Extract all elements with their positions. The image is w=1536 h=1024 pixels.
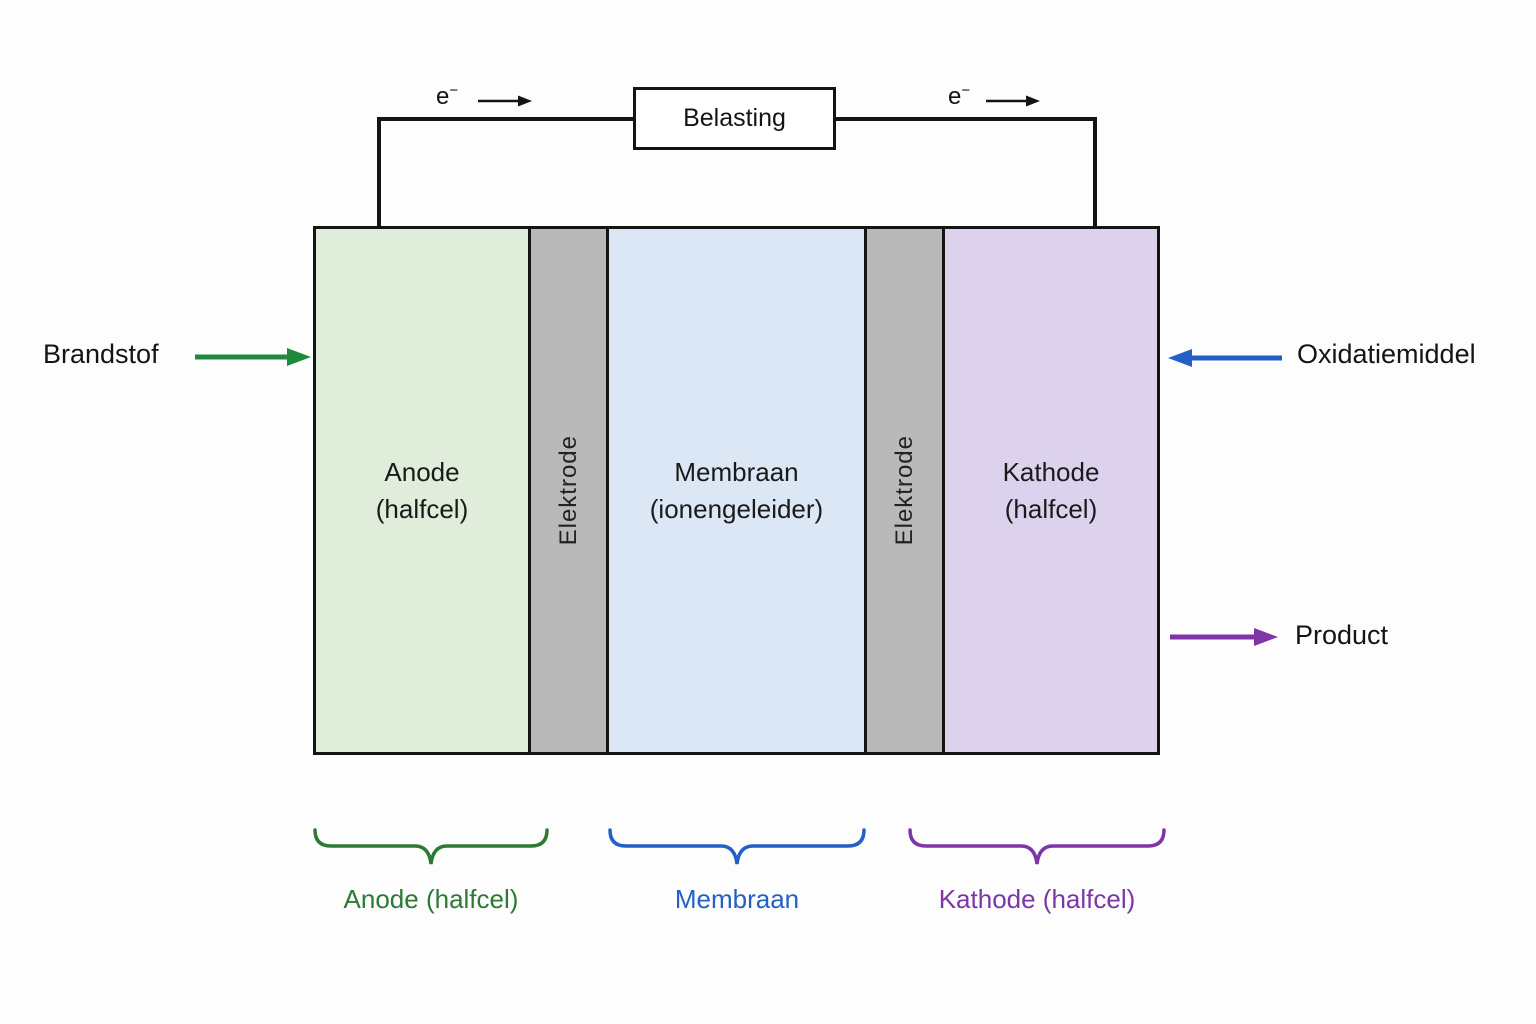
electron-arrow-icon	[986, 95, 1040, 107]
membrane-brace	[608, 828, 866, 865]
anode-section: Anode (halfcel)	[316, 229, 531, 752]
electron-label-left: e−	[436, 82, 459, 110]
circuit-wire-left-horizontal	[377, 117, 635, 121]
circuit-wire-right-vertical	[1093, 117, 1097, 226]
electrode-right-label: Elektrode	[890, 435, 918, 546]
oxidant-label: Oxidatiemiddel	[1297, 339, 1476, 369]
electron-label-right: e−	[948, 82, 971, 110]
product-label: Product	[1295, 620, 1389, 650]
fuel-arrow-icon	[195, 348, 311, 366]
membrane-section-label: Membraan (ionengeleider)	[649, 456, 824, 524]
oxidant-arrow-icon	[1168, 349, 1282, 367]
anode-section-label: Anode (halfcel)	[375, 456, 469, 524]
product-arrow-icon	[1170, 628, 1278, 646]
electrode-left-label: Elektrode	[554, 435, 582, 546]
circuit-wire-right-horizontal	[834, 117, 1095, 121]
anode-brace	[313, 828, 549, 865]
electrode-right-section: Elektrode	[867, 229, 945, 752]
load-label: Belasting	[683, 104, 786, 132]
cell-stack: Anode (halfcel) Elektrode Membraan (ione…	[313, 226, 1160, 755]
legend-anode-label: Anode (halfcel)	[343, 884, 519, 914]
legend-membrane-label: Membraan	[674, 884, 800, 914]
load-box: Belasting	[633, 87, 836, 150]
electrode-left-section: Elektrode	[531, 229, 609, 752]
circuit-wire-left-vertical	[377, 117, 381, 226]
legend-cathode-label: Kathode (halfcel)	[938, 884, 1136, 914]
cathode-brace	[908, 828, 1166, 865]
cathode-section-label: Kathode (halfcel)	[1002, 456, 1100, 524]
membrane-section: Membraan (ionengeleider)	[609, 229, 867, 752]
electron-arrow-icon	[478, 95, 532, 107]
fuel-label: Brandstof	[43, 339, 159, 369]
cathode-section: Kathode (halfcel)	[945, 229, 1157, 752]
